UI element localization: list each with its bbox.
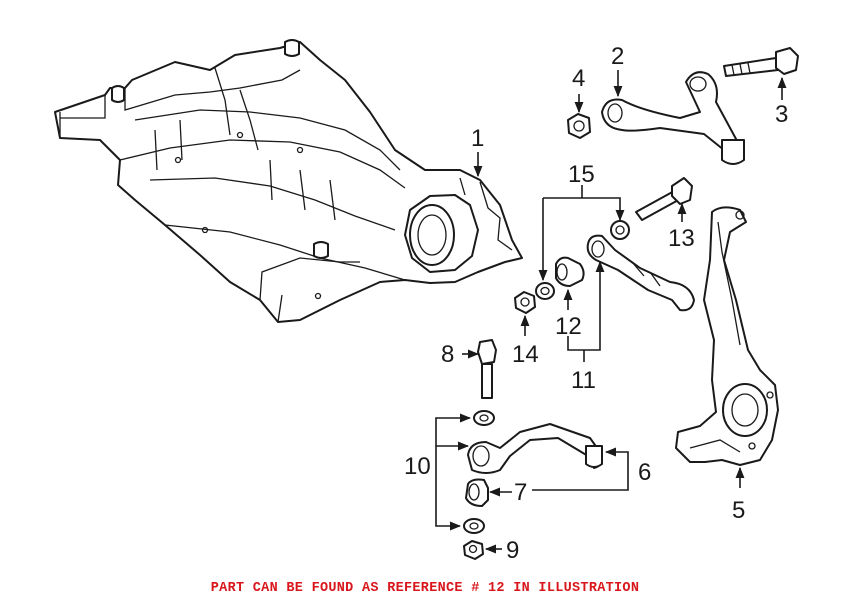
callout-labels: 1 2 3 4 5 6 7 8 9 10 11 12 13 14 15 bbox=[404, 43, 788, 564]
lower-control-arm-part-6 bbox=[467, 423, 603, 474]
callout-15: 15 bbox=[568, 161, 595, 188]
washer-part-15 bbox=[610, 220, 630, 240]
bolt-part-3 bbox=[723, 47, 799, 77]
washer-part-10-lower bbox=[463, 518, 485, 534]
nut-part-9 bbox=[463, 540, 484, 560]
knuckle-part-5 bbox=[675, 206, 779, 466]
upper-control-arm-part-2 bbox=[601, 71, 745, 165]
lower-arm-part-11 bbox=[586, 234, 695, 312]
callout-2: 2 bbox=[611, 43, 624, 70]
nut-part-4 bbox=[567, 113, 591, 139]
washer-lower-15 bbox=[535, 282, 555, 300]
bolt-part-13 bbox=[635, 177, 693, 221]
callout-7: 7 bbox=[514, 479, 527, 506]
callout-4: 4 bbox=[572, 65, 585, 92]
callout-14: 14 bbox=[512, 341, 539, 368]
leader-lines bbox=[435, 70, 787, 554]
washer-part-10-upper bbox=[473, 410, 495, 426]
subframe-part-1 bbox=[54, 39, 523, 323]
nut-part-14 bbox=[514, 291, 536, 314]
bushing-part-12 bbox=[555, 256, 585, 287]
callout-10: 10 bbox=[404, 453, 431, 480]
callout-8: 8 bbox=[441, 341, 454, 368]
callout-13: 13 bbox=[668, 225, 695, 252]
callout-3: 3 bbox=[775, 101, 788, 128]
footer-note: PART CAN BE FOUND AS REFERENCE # 12 IN I… bbox=[210, 581, 640, 596]
bolt-part-8 bbox=[477, 339, 497, 399]
callout-11: 11 bbox=[571, 367, 596, 394]
bushing-part-7 bbox=[465, 478, 489, 507]
callout-5: 5 bbox=[732, 497, 745, 524]
callout-1: 1 bbox=[471, 125, 484, 152]
callout-9: 9 bbox=[506, 537, 519, 564]
callout-6: 6 bbox=[638, 459, 651, 486]
callout-12: 12 bbox=[555, 313, 582, 340]
